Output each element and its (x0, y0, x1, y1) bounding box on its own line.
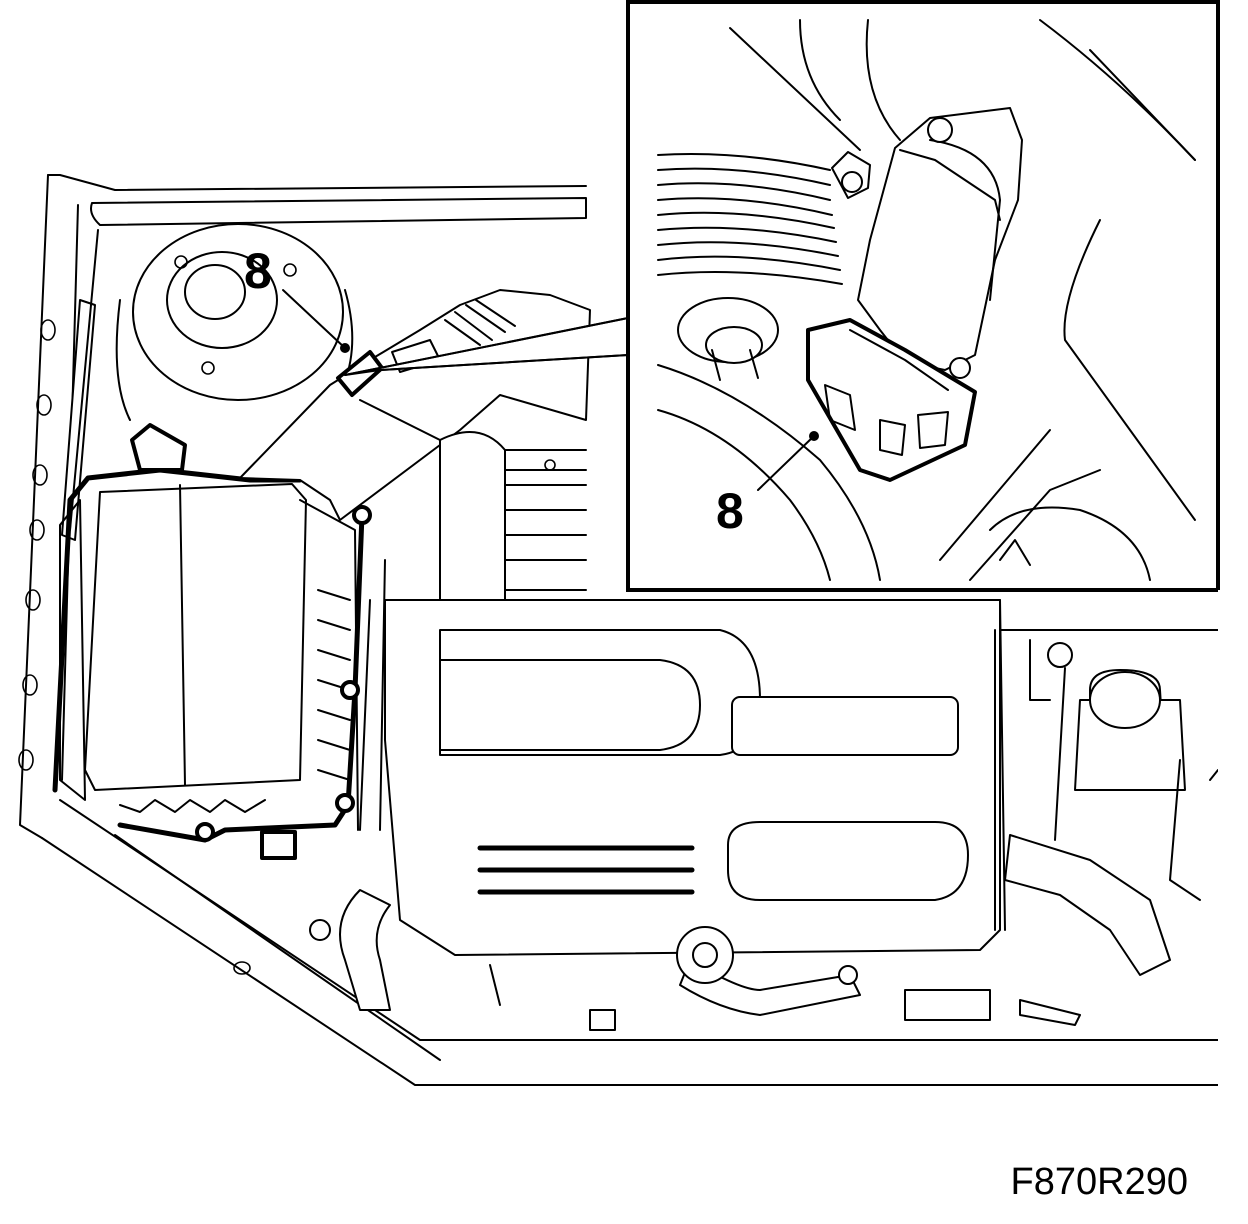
fender-frame (18, 174, 1219, 1086)
detail-inset: 8 (626, 0, 1220, 592)
lower-hoses (309, 834, 1171, 1031)
leader-line-inset (757, 435, 815, 491)
callout-label-main: 8 (244, 243, 272, 299)
leader-line-main (282, 289, 346, 349)
air-filter-housing (59, 483, 359, 831)
figure-code-label: F870R290 (1010, 1161, 1188, 1203)
wiring-harness-highlight (52, 423, 372, 860)
callout-label-inset: 8 (716, 483, 744, 539)
engine-cover (384, 599, 1006, 956)
strut-crossbar (61, 197, 587, 541)
right-components (999, 629, 1219, 901)
inset-pointer (344, 317, 629, 376)
leader-dot-main (340, 343, 350, 353)
